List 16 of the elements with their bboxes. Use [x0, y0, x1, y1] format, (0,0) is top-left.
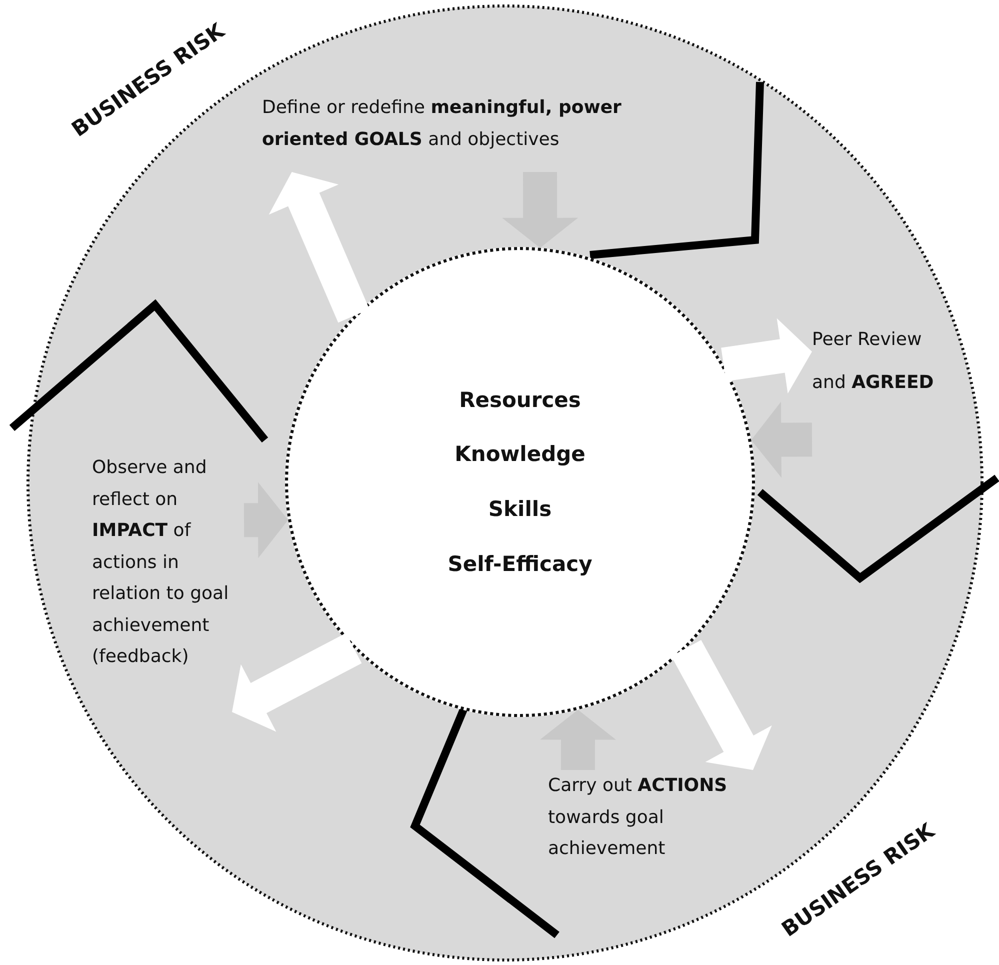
resource-item: Self-Efficacy: [448, 550, 592, 578]
resource-item: Skills: [488, 496, 552, 523]
step-text: Observe and reflect on IMPACT of actions in relation to goal achievement (feedback): [92, 456, 230, 669]
step-text: Define or redefine meaningful, power oriented GOALS and objectives: [262, 96, 622, 152]
arrow: [721, 318, 812, 394]
arrow: [751, 402, 812, 478]
arrow: [232, 633, 362, 732]
arrow: [502, 172, 578, 248]
arrow: [671, 640, 772, 770]
step-text: Carry out ACTIONS towards goal achievement: [548, 774, 728, 861]
step-text: Peer Review and AGREED: [812, 328, 935, 396]
arrow: [244, 482, 288, 558]
arrow: [268, 172, 370, 323]
resource-item: Resources: [459, 386, 581, 414]
resource-item: Knowledge: [454, 441, 586, 468]
arrow: [540, 710, 616, 770]
